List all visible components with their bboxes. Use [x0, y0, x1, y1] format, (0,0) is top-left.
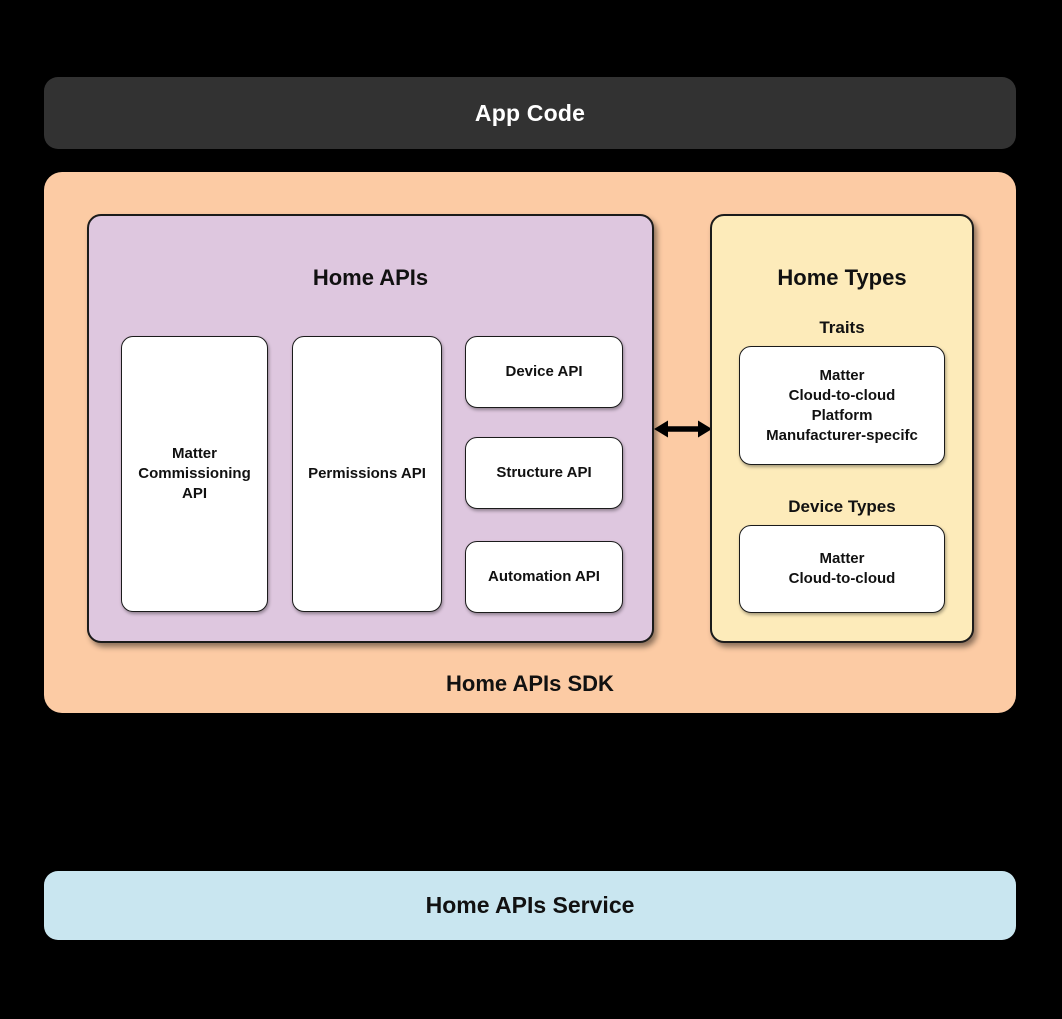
trait-item-matter: Matter	[819, 366, 865, 384]
permissions-api-label: Permissions API	[308, 465, 426, 482]
home-types-title: Home Types	[777, 265, 907, 290]
automation-api-box: Automation API	[465, 541, 623, 613]
home-apis-group: Home APIs Matter Commissioning API Permi…	[87, 214, 654, 643]
trait-item-cloud-to-cloud: Cloud-to-cloud	[788, 386, 896, 404]
home-apis-sdk-label: Home APIs SDK	[446, 671, 614, 696]
bidirectional-arrow-icon	[654, 420, 712, 438]
structure-api-box: Structure API	[465, 437, 623, 509]
matter-commissioning-api-label: Matter Commissioning API	[138, 445, 251, 502]
home-apis-service-label: Home APIs Service	[425, 892, 635, 918]
device-types-label: Device Types	[788, 497, 896, 516]
home-apis-service-bar: Home APIs Service	[44, 871, 1016, 940]
device-types-box: Matter Cloud-to-cloud	[739, 525, 945, 613]
matter-commissioning-api-box: Matter Commissioning API	[121, 336, 268, 612]
home-types-group: Home Types Traits Matter Cloud-to-cloud …	[710, 214, 974, 643]
app-code-label: App Code	[474, 99, 586, 126]
home-apis-title: Home APIs	[312, 265, 429, 290]
permissions-api-box: Permissions API	[292, 336, 442, 612]
automation-api-label: Automation API	[488, 568, 600, 585]
trait-item-platform: Platform	[811, 406, 873, 424]
traits-label: Traits	[819, 318, 865, 337]
home-apis-sdk-container: Home APIs Matter Commissioning API Permi…	[44, 172, 1016, 713]
device-type-item-matter: Matter	[819, 550, 865, 567]
device-type-item-cloud-to-cloud: Cloud-to-cloud	[788, 570, 896, 587]
device-api-box: Device API	[465, 336, 623, 408]
app-code-bar: App Code	[44, 77, 1016, 149]
structure-api-label: Structure API	[496, 464, 592, 481]
device-api-label: Device API	[505, 363, 583, 380]
trait-item-manufacturer-specific: Manufacturer-specifc	[766, 426, 918, 444]
traits-box: Matter Cloud-to-cloud Platform Manufactu…	[739, 346, 945, 465]
